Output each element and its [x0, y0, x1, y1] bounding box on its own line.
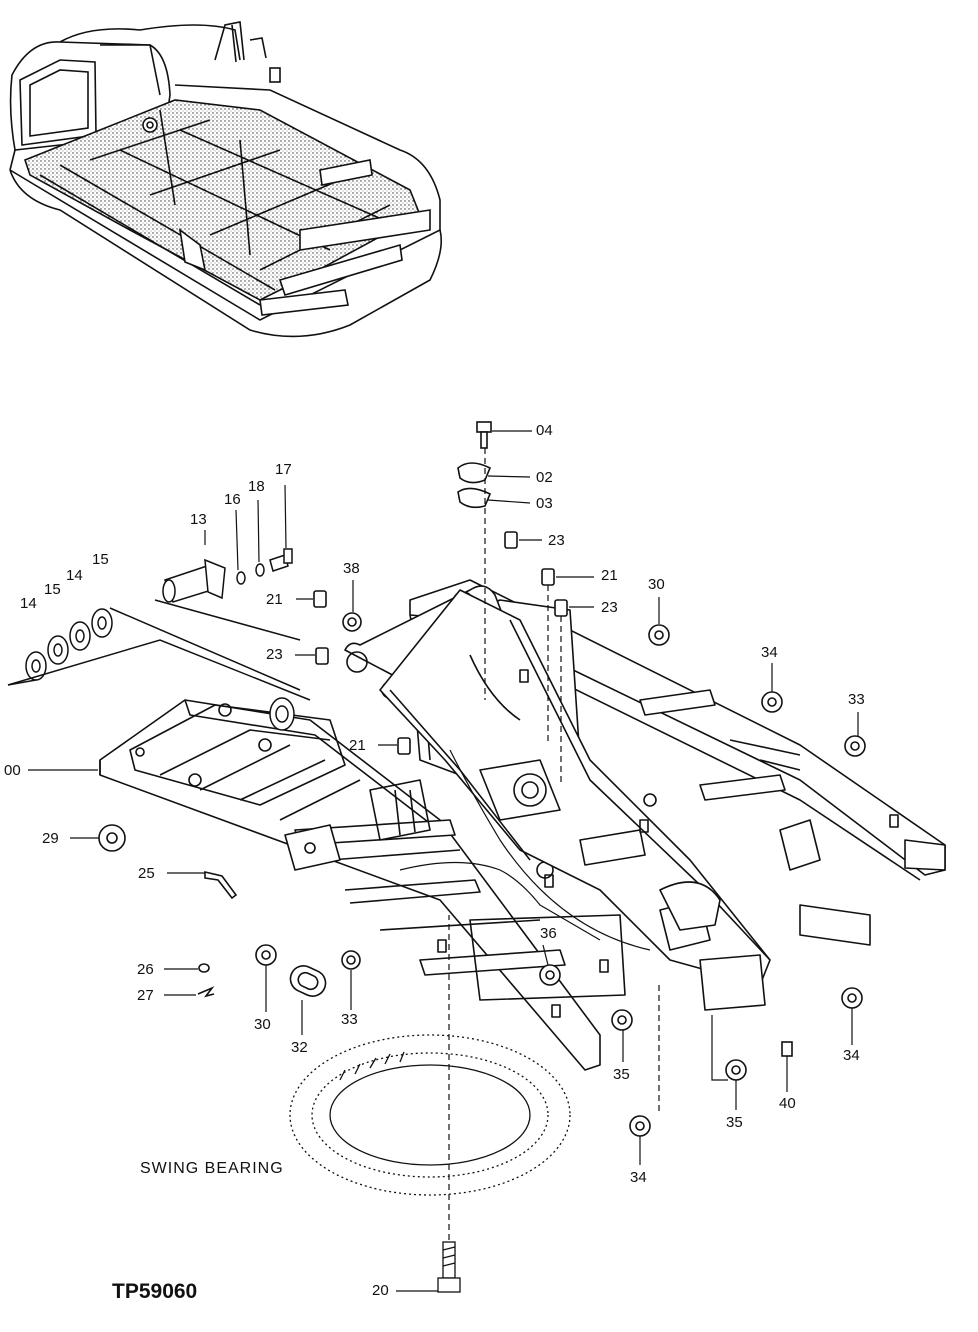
callout-21: 21: [266, 591, 283, 608]
callout-leader-lines: [28, 430, 859, 1292]
callout-14: 14: [66, 567, 83, 584]
callout-34: 34: [630, 1169, 647, 1186]
callout-14: 14: [20, 595, 37, 612]
pin-assembly-parts: [7, 548, 311, 731]
callout-35: 35: [613, 1066, 630, 1083]
callout-23: 23: [266, 646, 283, 663]
callout-30: 30: [648, 576, 665, 593]
callout-03: 03: [536, 495, 553, 512]
callout-20: 20: [372, 1282, 389, 1299]
callout-34: 34: [761, 644, 778, 661]
callout-21: 21: [601, 567, 618, 584]
callout-15: 15: [44, 581, 61, 598]
callout-30: 30: [254, 1016, 271, 1033]
callout-00: 00: [4, 762, 21, 779]
callout-18: 18: [248, 478, 265, 495]
callout-33: 33: [341, 1011, 358, 1028]
callout-33: 33: [848, 691, 865, 708]
callout-02: 02: [536, 469, 553, 486]
bushings-and-caps: [98, 421, 866, 1137]
callout-29: 29: [42, 830, 59, 847]
callout-21: 21: [349, 737, 366, 754]
swing-bearing-ring: [289, 1034, 571, 1293]
callout-36: 36: [540, 925, 557, 942]
callout-13: 13: [190, 511, 207, 528]
callout-17: 17: [275, 461, 292, 478]
callout-16: 16: [224, 491, 241, 508]
callout-04: 04: [536, 422, 553, 439]
callout-32: 32: [291, 1039, 308, 1056]
callout-26: 26: [137, 961, 154, 978]
callout-40: 40: [779, 1095, 796, 1112]
callout-35: 35: [726, 1114, 743, 1131]
machine-overview-illustration: [9, 21, 443, 338]
figure-id: TP59060: [112, 1280, 198, 1303]
swing-bearing-caption: SWING BEARING: [140, 1160, 284, 1177]
callout-27: 27: [137, 987, 154, 1004]
callout-38: 38: [343, 560, 360, 577]
callout-34: 34: [843, 1047, 860, 1064]
callout-23: 23: [548, 532, 565, 549]
callout-15: 15: [92, 551, 109, 568]
callout-23: 23: [601, 599, 618, 616]
callout-25: 25: [138, 865, 155, 882]
upper-frame-assembly: [99, 579, 946, 1071]
